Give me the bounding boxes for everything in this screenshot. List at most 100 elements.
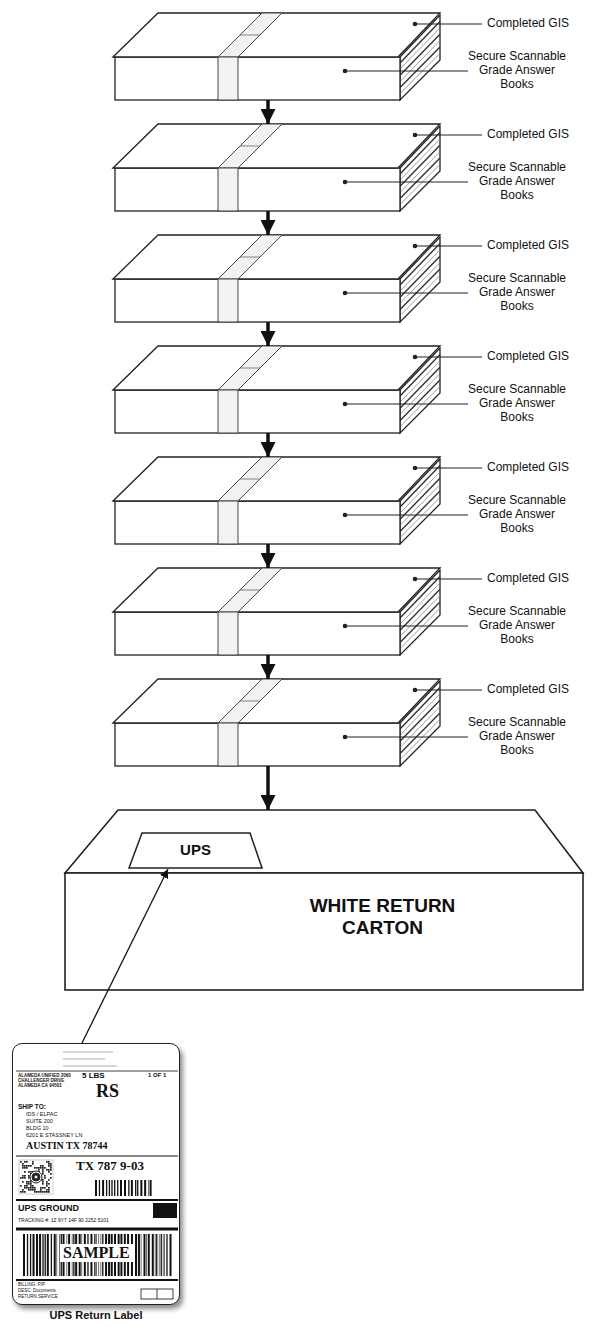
maxicode-target xyxy=(34,1175,38,1179)
maxicode-cell xyxy=(40,1191,42,1193)
maxicode-cell xyxy=(20,1161,22,1163)
maxicode-cell xyxy=(48,1183,50,1185)
maxicode-cell xyxy=(34,1187,36,1189)
maxicode-cell xyxy=(28,1171,30,1173)
maxicode-cell xyxy=(44,1167,46,1169)
billing-line: DESC: Documents xyxy=(18,1288,56,1293)
maxicode-cell xyxy=(40,1165,42,1167)
maxicode-cell xyxy=(24,1185,26,1187)
maxicode-cell xyxy=(40,1187,42,1189)
leader-dot xyxy=(413,577,418,582)
leader-dot xyxy=(343,291,348,296)
handwritten-line xyxy=(63,1059,105,1060)
maxicode-cell xyxy=(34,1189,36,1191)
maxicode-cell xyxy=(30,1189,32,1191)
callout-label: Completed GIS xyxy=(487,128,569,142)
callout-label: Secure Scannable Grade Answer Books xyxy=(465,50,569,91)
maxicode-cell xyxy=(42,1181,44,1183)
maxicode-cell xyxy=(40,1189,42,1191)
maxicode-cell xyxy=(28,1183,30,1185)
maxicode-cell xyxy=(42,1187,44,1189)
gis-sheet xyxy=(113,13,440,57)
bundle-drawings xyxy=(113,13,482,766)
barcode-bar xyxy=(99,1180,100,1196)
answer-book-bundle: Completed GISSecure Scannable Grade Answ… xyxy=(110,457,590,544)
leader-dot xyxy=(343,735,348,740)
maxicode-target xyxy=(32,1173,40,1181)
bundle-drawing xyxy=(113,346,482,433)
page-edge xyxy=(400,380,440,421)
barcode-bar xyxy=(148,1234,150,1276)
answer-book-bundle: Completed GIS Secure Scannable Grade Answ… xyxy=(110,13,590,100)
barcode-bar xyxy=(140,1180,142,1196)
maxicode-cell xyxy=(38,1191,40,1193)
barcode-bar xyxy=(54,1234,56,1276)
maxicode-cell xyxy=(46,1191,48,1193)
paper-band xyxy=(218,457,282,501)
barcode-bar xyxy=(166,1234,167,1276)
maxicode-cell xyxy=(22,1167,24,1169)
flow-arrow xyxy=(266,100,270,124)
maxicode-cell xyxy=(48,1165,50,1167)
paper-band-fold xyxy=(240,257,260,258)
page-edge xyxy=(400,53,440,93)
barcode-bar xyxy=(47,1234,49,1276)
page-edge xyxy=(400,158,440,199)
address-line: IDS / ELPAC xyxy=(26,1111,57,1117)
maxicode-cell xyxy=(30,1183,32,1185)
weight: 5 LBS xyxy=(82,1071,105,1080)
callout-label: Completed GIS xyxy=(487,683,569,697)
maxicode-cell xyxy=(22,1175,24,1177)
maxicode-cell xyxy=(24,1161,26,1163)
maxicode-cell xyxy=(24,1167,26,1169)
barcode-bar xyxy=(156,1234,157,1276)
callout-label: Completed GIS xyxy=(487,17,569,31)
paper-band xyxy=(218,346,282,390)
return-carton-drawing xyxy=(65,810,583,990)
label-caption: UPS Return Label xyxy=(12,1309,180,1322)
stack-front xyxy=(115,279,400,322)
ups-return-label: ALAMEDA UNIFIED 2060 CHALLENGER DRIVE AL… xyxy=(12,1043,182,1325)
maxicode-cell xyxy=(50,1177,52,1179)
maxicode-cell xyxy=(26,1183,28,1185)
barcode-bar xyxy=(117,1180,118,1196)
service-name: UPS GROUND xyxy=(18,1203,79,1213)
barcode-bar xyxy=(170,1234,172,1276)
barcode-bar xyxy=(140,1234,142,1276)
barcode-bar xyxy=(102,1180,104,1196)
paper-band xyxy=(218,168,238,211)
stack-front xyxy=(115,168,400,211)
barcode-bar xyxy=(114,1180,115,1196)
maxicode-cell xyxy=(24,1177,26,1179)
maxicode-cell xyxy=(36,1167,38,1169)
leader-dot xyxy=(413,133,418,138)
maxicode-cell xyxy=(32,1187,34,1189)
bundle-drawing xyxy=(113,13,482,100)
barcode-bar xyxy=(158,1234,160,1276)
barcode-bar xyxy=(30,1234,31,1276)
handwritten-line xyxy=(63,1052,113,1053)
callout-label: Completed GIS xyxy=(487,239,569,253)
maxicode-cell xyxy=(26,1187,28,1189)
stack-front xyxy=(115,390,400,433)
answer-book-bundle: Completed GISSecure Scannable Grade Answ… xyxy=(110,235,590,322)
paper-band-fold xyxy=(240,701,260,702)
barcode-bar xyxy=(128,1180,129,1196)
barcode-bar xyxy=(148,1180,150,1196)
label-rule xyxy=(16,1279,178,1281)
barcode-bar xyxy=(162,1234,164,1276)
maxicode-cell xyxy=(32,1185,34,1187)
barcode-bar xyxy=(45,1234,46,1276)
maxicode-cell xyxy=(42,1183,44,1185)
flow-arrow xyxy=(82,869,168,1043)
label-icon xyxy=(157,1289,158,1299)
service-block xyxy=(153,1203,177,1218)
paper-band xyxy=(218,390,238,433)
handwritten-line xyxy=(63,1066,117,1067)
paper-band-fold xyxy=(240,35,260,36)
leader-dot xyxy=(343,624,348,629)
maxicode-cell xyxy=(42,1173,44,1175)
barcode-bar xyxy=(135,1234,137,1276)
barcode-bar xyxy=(27,1234,28,1276)
page-edge xyxy=(400,275,440,315)
